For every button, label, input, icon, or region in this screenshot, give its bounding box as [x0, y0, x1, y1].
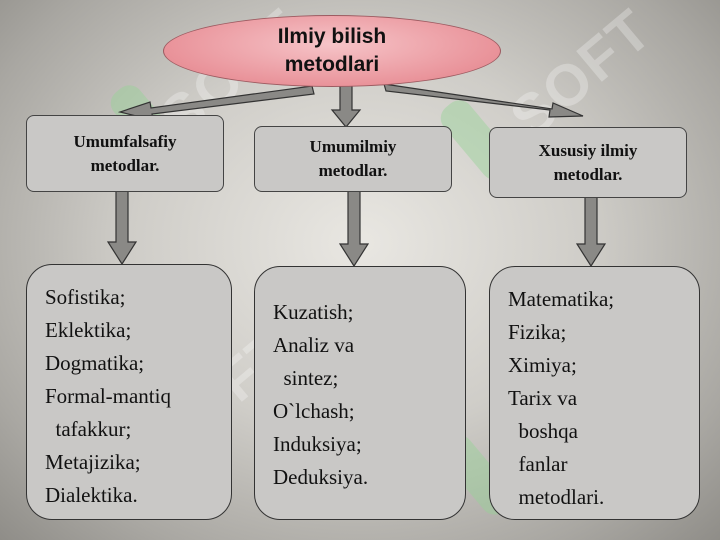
arrow-title-to-right	[383, 83, 584, 118]
category-heading: Umumilmiy metodlar.	[309, 137, 397, 180]
method-item: tafakkur;	[45, 417, 132, 441]
arrow-right-down	[575, 196, 607, 268]
method-item: Induksiya;	[273, 432, 362, 456]
category-heading-box: Umumfalsafiy metodlar.	[26, 115, 224, 192]
method-list-box: Matematika; Fizika; Ximiya; Tarix va bos…	[489, 266, 700, 520]
method-item: Matematika;	[508, 287, 615, 311]
method-item: Ximiya;	[508, 353, 577, 377]
method-item: Deduksiya.	[273, 465, 369, 489]
method-item: Tarix va	[508, 386, 578, 410]
method-item: Fizika;	[508, 320, 567, 344]
method-item: Eklektika;	[45, 318, 132, 342]
method-item: Formal-mantiq	[45, 384, 171, 408]
arrow-middle-down	[338, 190, 370, 268]
method-item: Analiz va	[273, 333, 355, 357]
method-item: fanlar	[508, 452, 568, 476]
category-heading-box: Umumilmiy metodlar.	[254, 126, 452, 192]
method-item: boshqa	[508, 419, 579, 443]
category-heading: Xususiy ilmiy metodlar.	[538, 140, 638, 184]
method-item: Kuzatish;	[273, 300, 354, 324]
method-item: Dialektika.	[45, 483, 138, 507]
method-item: Metajizika;	[45, 450, 141, 474]
arrow-left-down	[106, 190, 138, 266]
category-heading-box: Xususiy ilmiy metodlar.	[489, 127, 687, 198]
title-text: Ilmiy bilish metodlari	[277, 25, 387, 76]
method-item: metodlari.	[508, 485, 605, 509]
category-heading: Umumfalsafiy metodlar.	[73, 131, 177, 175]
method-list-box: Sofistika; Eklektika; Dogmatika; Formal-…	[26, 264, 232, 520]
arrow-title-to-middle	[330, 83, 362, 128]
method-item: O`lchash;	[273, 399, 355, 423]
method-item: sintez;	[273, 366, 339, 390]
method-item: Dogmatika;	[45, 351, 145, 375]
method-item: Sofistika;	[45, 285, 126, 309]
title-ellipse: Ilmiy bilish metodlari	[163, 15, 501, 87]
method-list-box: Kuzatish; Analiz va sintez; O`lchash; In…	[254, 266, 466, 520]
